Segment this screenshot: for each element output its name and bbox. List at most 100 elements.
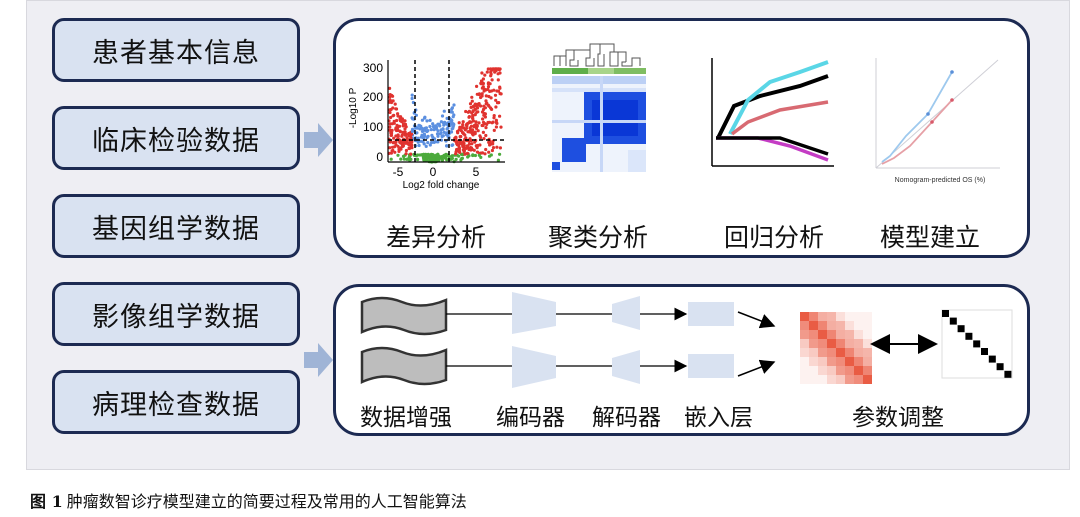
volcano-point — [417, 143, 421, 148]
volcano-point — [496, 67, 500, 71]
volcano-point — [436, 122, 440, 126]
volcano-point — [458, 125, 462, 129]
volcano-point — [486, 87, 490, 91]
figure-caption-text: 肿瘤数智诊疗模型建立的简要过程及常用的人工智能算法 — [66, 492, 467, 511]
volcano-point — [410, 93, 414, 97]
heatmap-cell — [854, 339, 863, 348]
volcano-point — [498, 114, 502, 118]
volcano-point — [492, 116, 496, 120]
volcano-point — [398, 146, 402, 150]
analysis-panel — [333, 18, 1030, 258]
volcano-point — [450, 110, 454, 114]
volcano-point — [417, 123, 421, 127]
volcano-point — [423, 116, 427, 120]
volcano-point — [454, 157, 458, 161]
heatmap-cell — [800, 330, 809, 339]
volcano-point — [485, 70, 489, 74]
heatmap-cell — [827, 321, 836, 330]
volcano-point — [424, 153, 428, 157]
volcano-point — [490, 121, 494, 125]
caption-data-augmentation: 数据增强 — [360, 405, 452, 431]
volcano-point — [467, 154, 471, 158]
volcano-point — [470, 128, 474, 132]
volcano-point — [479, 82, 483, 86]
volcano-point — [463, 133, 467, 137]
volcano-point — [489, 106, 493, 110]
identity-cell — [973, 340, 981, 348]
volcano-point — [495, 145, 499, 149]
volcano-point — [409, 152, 413, 156]
volcano-point — [425, 119, 429, 123]
volcano-point — [499, 92, 503, 96]
heatmap-cell — [818, 375, 827, 384]
volcano-point — [411, 117, 415, 121]
volcano-point — [421, 135, 425, 139]
volcano-point — [444, 122, 449, 126]
volcano-point — [428, 124, 432, 129]
volcano-point — [435, 132, 440, 136]
heatmap-cell — [800, 366, 809, 375]
volcano-point — [445, 116, 449, 120]
volcano-point — [441, 127, 445, 131]
volcano-point — [392, 140, 396, 144]
volcano-point — [401, 130, 405, 134]
figure-number: 图 1 — [30, 492, 63, 511]
heatmap-cell — [818, 366, 827, 375]
volcano-point — [476, 129, 480, 133]
volcano-xtick: 0 — [430, 165, 437, 179]
volcano-point — [476, 110, 480, 114]
volcano-point — [392, 121, 396, 125]
heatmap-cell — [818, 330, 827, 339]
volcano-point — [441, 134, 445, 138]
volcano-point — [474, 104, 479, 108]
volcano-point — [442, 130, 446, 134]
heatmap-cell — [800, 321, 809, 330]
volcano-point — [440, 114, 445, 118]
volcano-point — [396, 134, 400, 138]
volcano-point — [398, 119, 402, 123]
volcano-point — [477, 92, 481, 96]
volcano-point — [388, 146, 392, 150]
volcano-point — [393, 102, 397, 106]
heatmap-cell — [800, 348, 809, 357]
volcano-point — [420, 129, 425, 133]
volcano-point — [416, 140, 420, 144]
heatmap-cell — [854, 321, 863, 330]
identity-cell — [957, 325, 965, 333]
volcano-point — [394, 127, 398, 131]
box-pathology-data: 病理检查数据 — [52, 370, 300, 434]
volcano-point — [424, 126, 428, 130]
caption-encoder: 编码器 — [496, 405, 565, 431]
embedding-bottom — [688, 354, 734, 378]
volcano-point — [457, 154, 461, 158]
identity-cell — [981, 348, 988, 355]
volcano-point — [398, 124, 402, 128]
volcano-point — [397, 149, 401, 153]
volcano-point — [405, 136, 409, 140]
volcano-point — [403, 119, 407, 123]
volcano-point — [481, 77, 485, 81]
volcano-point — [391, 94, 395, 98]
box-genomics-data: 基因组学数据 — [52, 194, 300, 258]
volcano-point — [410, 96, 414, 101]
volcano-point — [389, 100, 394, 105]
volcano-point — [441, 154, 445, 159]
volcano-point — [400, 133, 404, 137]
volcano-point — [489, 72, 493, 76]
volcano-point — [396, 144, 400, 148]
volcano-point — [494, 120, 498, 125]
caption-model-building: 模型建立 — [880, 223, 981, 252]
volcano-point — [406, 142, 410, 146]
volcano-point — [411, 100, 415, 105]
heatmap-cell — [827, 348, 836, 357]
volcano-point — [388, 125, 392, 129]
volcano-point — [407, 134, 411, 138]
volcano-point — [480, 151, 485, 155]
volcano-point — [436, 140, 440, 144]
volcano-point — [477, 102, 481, 106]
volcano-point — [401, 144, 405, 148]
volcano-point — [391, 106, 395, 110]
heatmap-cell — [809, 375, 818, 384]
heatmap-cell — [854, 312, 863, 321]
